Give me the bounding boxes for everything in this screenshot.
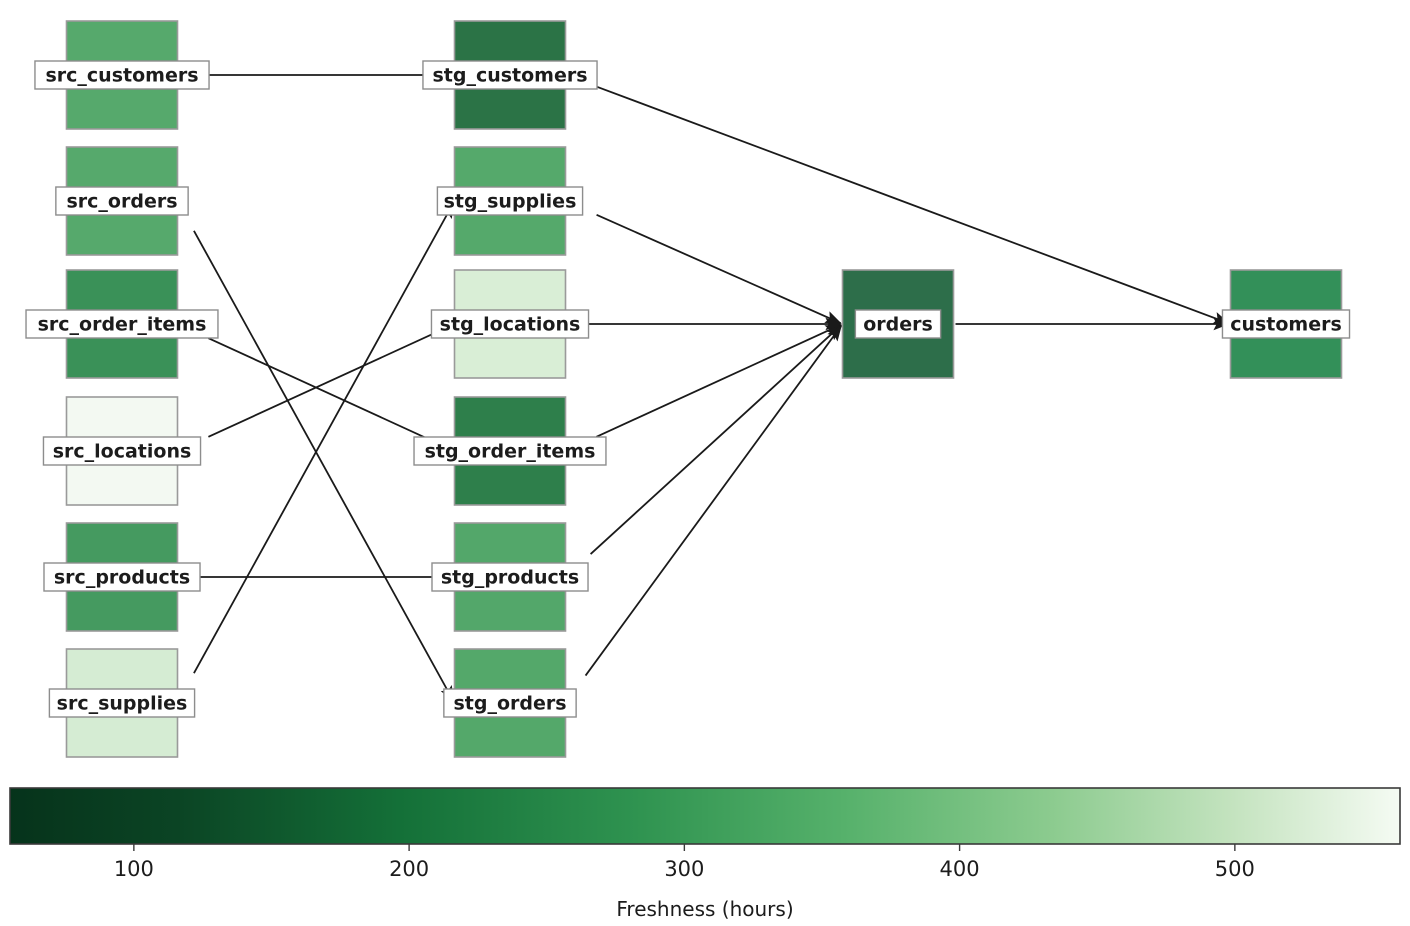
node-label-src_locations[interactable]: src_locations: [42, 436, 202, 466]
node-label-stg_supplies[interactable]: stg_supplies: [436, 186, 584, 216]
node-label-text-stg_supplies: stg_supplies: [444, 191, 577, 213]
node-label-text-src_products: src_products: [54, 567, 190, 589]
node-label-chip-stg_locations: [430, 309, 590, 339]
node-label-chip-src_order_items: [25, 309, 219, 339]
node-label-stg_products[interactable]: stg_products: [431, 562, 589, 592]
node-label-text-src_orders: src_orders: [66, 191, 177, 213]
node-label-customers[interactable]: customers: [1221, 309, 1351, 339]
node-label-text-stg_customers: stg_customers: [432, 65, 587, 87]
node-label-orders[interactable]: orders: [854, 309, 942, 339]
node-label-text-orders: orders: [863, 314, 933, 336]
colorbar-tick-label-400: 400: [940, 857, 980, 881]
edge-stg_products-to-orders: [589, 324, 842, 555]
node-labels-layer: src_customers src_orders src_order_itemssr…: [25, 60, 1351, 718]
node-label-src_customers[interactable]: src_customers: [34, 60, 210, 90]
node-label-chip-src_locations: [42, 436, 202, 466]
node-label-chip-src_products: [43, 562, 201, 592]
node-label-text-src_supplies: src_supplies: [57, 693, 188, 715]
node-label-text-stg_orders: stg_orders: [453, 693, 566, 715]
edge-stg_orders-to-orders: [584, 324, 843, 677]
node-label-text-src_locations: src_locations: [53, 441, 192, 463]
node-label-src_order_items[interactable]: src_order_items: [25, 309, 219, 339]
colorbar-tick-label-100: 100: [114, 857, 154, 881]
nodes-layer: [65, 20, 1343, 758]
colorbar-tick-label-200: 200: [389, 857, 429, 881]
node-label-chip-stg_supplies: [436, 186, 584, 216]
edge-stg_order_items-to-orders: [596, 324, 842, 438]
node-label-text-stg_order_items: stg_order_items: [425, 441, 596, 463]
node-label-chip-stg_customers: [422, 60, 598, 90]
node-label-chip-stg_orders: [443, 688, 577, 718]
colorbar-title: Freshness (hours): [616, 897, 793, 921]
colorbar-frame: [9, 787, 1401, 845]
colorbar-group: 100 200 300 400 500 Freshness (hours): [9, 787, 1401, 921]
node-label-src_products[interactable]: src_products: [43, 562, 201, 592]
node-label-stg_order_items[interactable]: stg_order_items: [413, 436, 607, 466]
node-label-text-stg_locations: stg_locations: [440, 314, 581, 336]
node-label-chip-src_orders: [55, 186, 189, 216]
edge-src_locations-to-stg_locations: [208, 324, 454, 438]
edge-stg_supplies-to-orders: [596, 213, 842, 325]
edge-src_order_items-to-stg_order_items: [208, 337, 454, 451]
node-label-chip-stg_order_items: [413, 436, 607, 466]
node-label-chip-src_supplies: [48, 688, 196, 718]
node-label-chip-customers: [1221, 309, 1351, 339]
colorbar-ticks: 100 200 300 400 500: [114, 844, 1255, 881]
colorbar-tick-label-500: 500: [1215, 857, 1255, 881]
node-label-chip-stg_products: [431, 562, 589, 592]
colorbar-gradient: [10, 788, 1400, 844]
edge-src_supplies-to-stg_supplies: [193, 201, 455, 674]
node-label-text-src_customers: src_customers: [45, 65, 198, 87]
node-label-src_orders[interactable]: src_orders: [55, 186, 189, 216]
node-label-stg_locations[interactable]: stg_locations: [430, 309, 590, 339]
node-label-chip-src_customers: [34, 60, 210, 90]
edges-layer: [179, 74, 1230, 703]
node-label-src_supplies[interactable]: src_supplies: [48, 688, 196, 718]
node-label-stg_orders[interactable]: stg_orders: [443, 688, 577, 718]
node-label-stg_customers[interactable]: stg_customers: [422, 60, 598, 90]
node-label-text-src_order_items: src_order_items: [38, 314, 207, 336]
edge-src_orders-to-stg_orders: [193, 230, 455, 703]
colorbar-tick-label-300: 300: [664, 857, 704, 881]
node-label-text-stg_products: stg_products: [441, 567, 579, 589]
node-label-chip-orders: [854, 309, 942, 339]
node-label-text-customers: customers: [1230, 314, 1342, 336]
edge-stg_customers-to-customers: [597, 86, 1230, 325]
